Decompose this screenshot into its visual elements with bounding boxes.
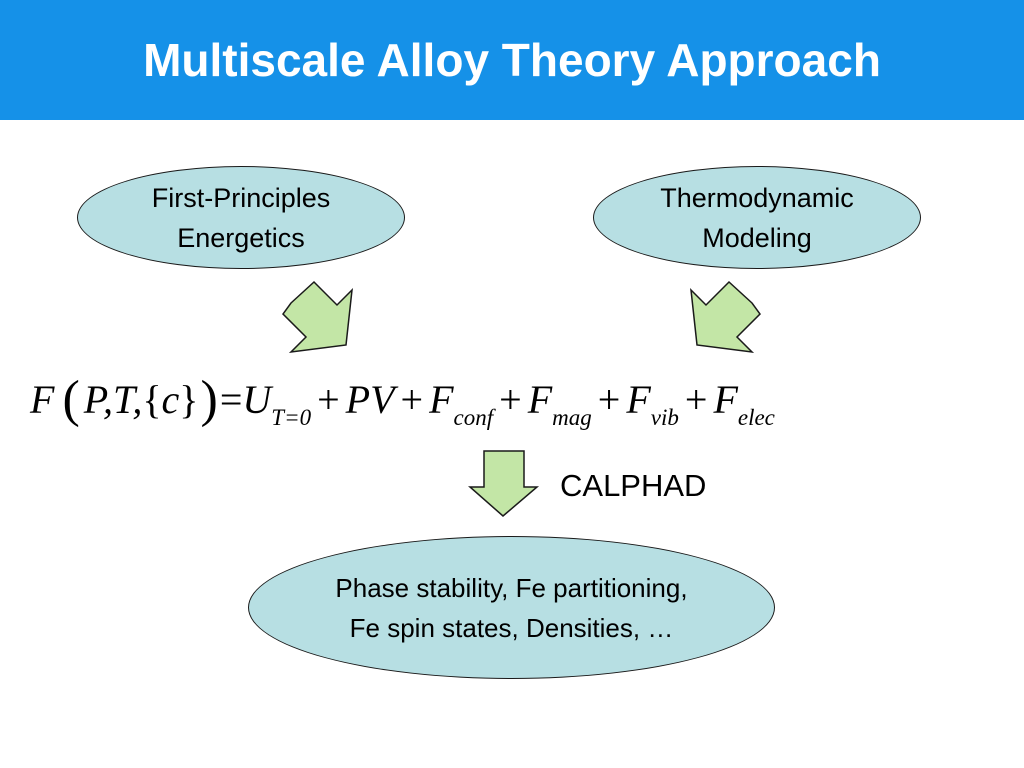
eq-pv: PV <box>345 377 395 422</box>
eq-vib-sub: vib <box>650 405 679 430</box>
eq-plus-5: + <box>684 377 708 422</box>
calphad-label: CALPHAD <box>560 468 707 503</box>
eq-u: U <box>242 377 272 422</box>
eq-brace-open: { <box>142 377 162 422</box>
eq-lhs-f: F <box>30 377 55 422</box>
slide-title: Multiscale Alloy Theory Approach <box>143 34 881 86</box>
eq-arg-c: c <box>161 377 180 422</box>
eq-elec-sub: elec <box>737 405 775 430</box>
eq-equals: = <box>219 377 243 422</box>
thermodynamic-line1: Thermodynamic <box>660 182 854 213</box>
first-principles-node: First-Principles Energetics <box>77 166 405 269</box>
calphad-arrow-icon <box>468 450 540 517</box>
free-energy-equation: F(P,T,{c})=UT=0+PV+Fconf+Fmag+Fvib+Felec <box>30 368 775 432</box>
eq-f-vib: F <box>626 377 651 422</box>
eq-mag-sub: mag <box>552 405 592 430</box>
first-principles-line2: Energetics <box>177 222 305 253</box>
title-bar: Multiscale Alloy Theory Approach <box>0 0 1024 120</box>
eq-plus-1: + <box>317 377 340 422</box>
eq-u-sub: T=0 <box>271 405 312 430</box>
eq-plus-3: + <box>499 377 522 422</box>
eq-f-conf: F <box>429 377 454 422</box>
eq-f-elec: F <box>713 377 738 422</box>
first-principles-line1: First-Principles <box>151 182 331 213</box>
eq-open-paren: ( <box>62 371 80 428</box>
eq-close-paren: ) <box>200 371 218 428</box>
eq-brace-close: } <box>179 377 199 422</box>
results-line1: Phase stability, Fe partitioning, <box>335 572 688 603</box>
thermodynamic-modeling-node: Thermodynamic Modeling <box>593 166 921 269</box>
thermodynamic-arrow-icon <box>690 280 761 354</box>
eq-args-pt: P,T, <box>83 377 143 422</box>
results-node: Phase stability, Fe partitioning, Fe spi… <box>248 536 775 679</box>
first-principles-arrow-icon <box>282 280 353 354</box>
eq-plus-4: + <box>597 377 621 422</box>
eq-f-mag: F <box>527 377 553 422</box>
eq-conf-sub: conf <box>453 405 494 430</box>
thermodynamic-line2: Modeling <box>702 222 812 253</box>
results-line2: Fe spin states, Densities, … <box>349 612 674 643</box>
eq-plus-2: + <box>400 377 424 422</box>
